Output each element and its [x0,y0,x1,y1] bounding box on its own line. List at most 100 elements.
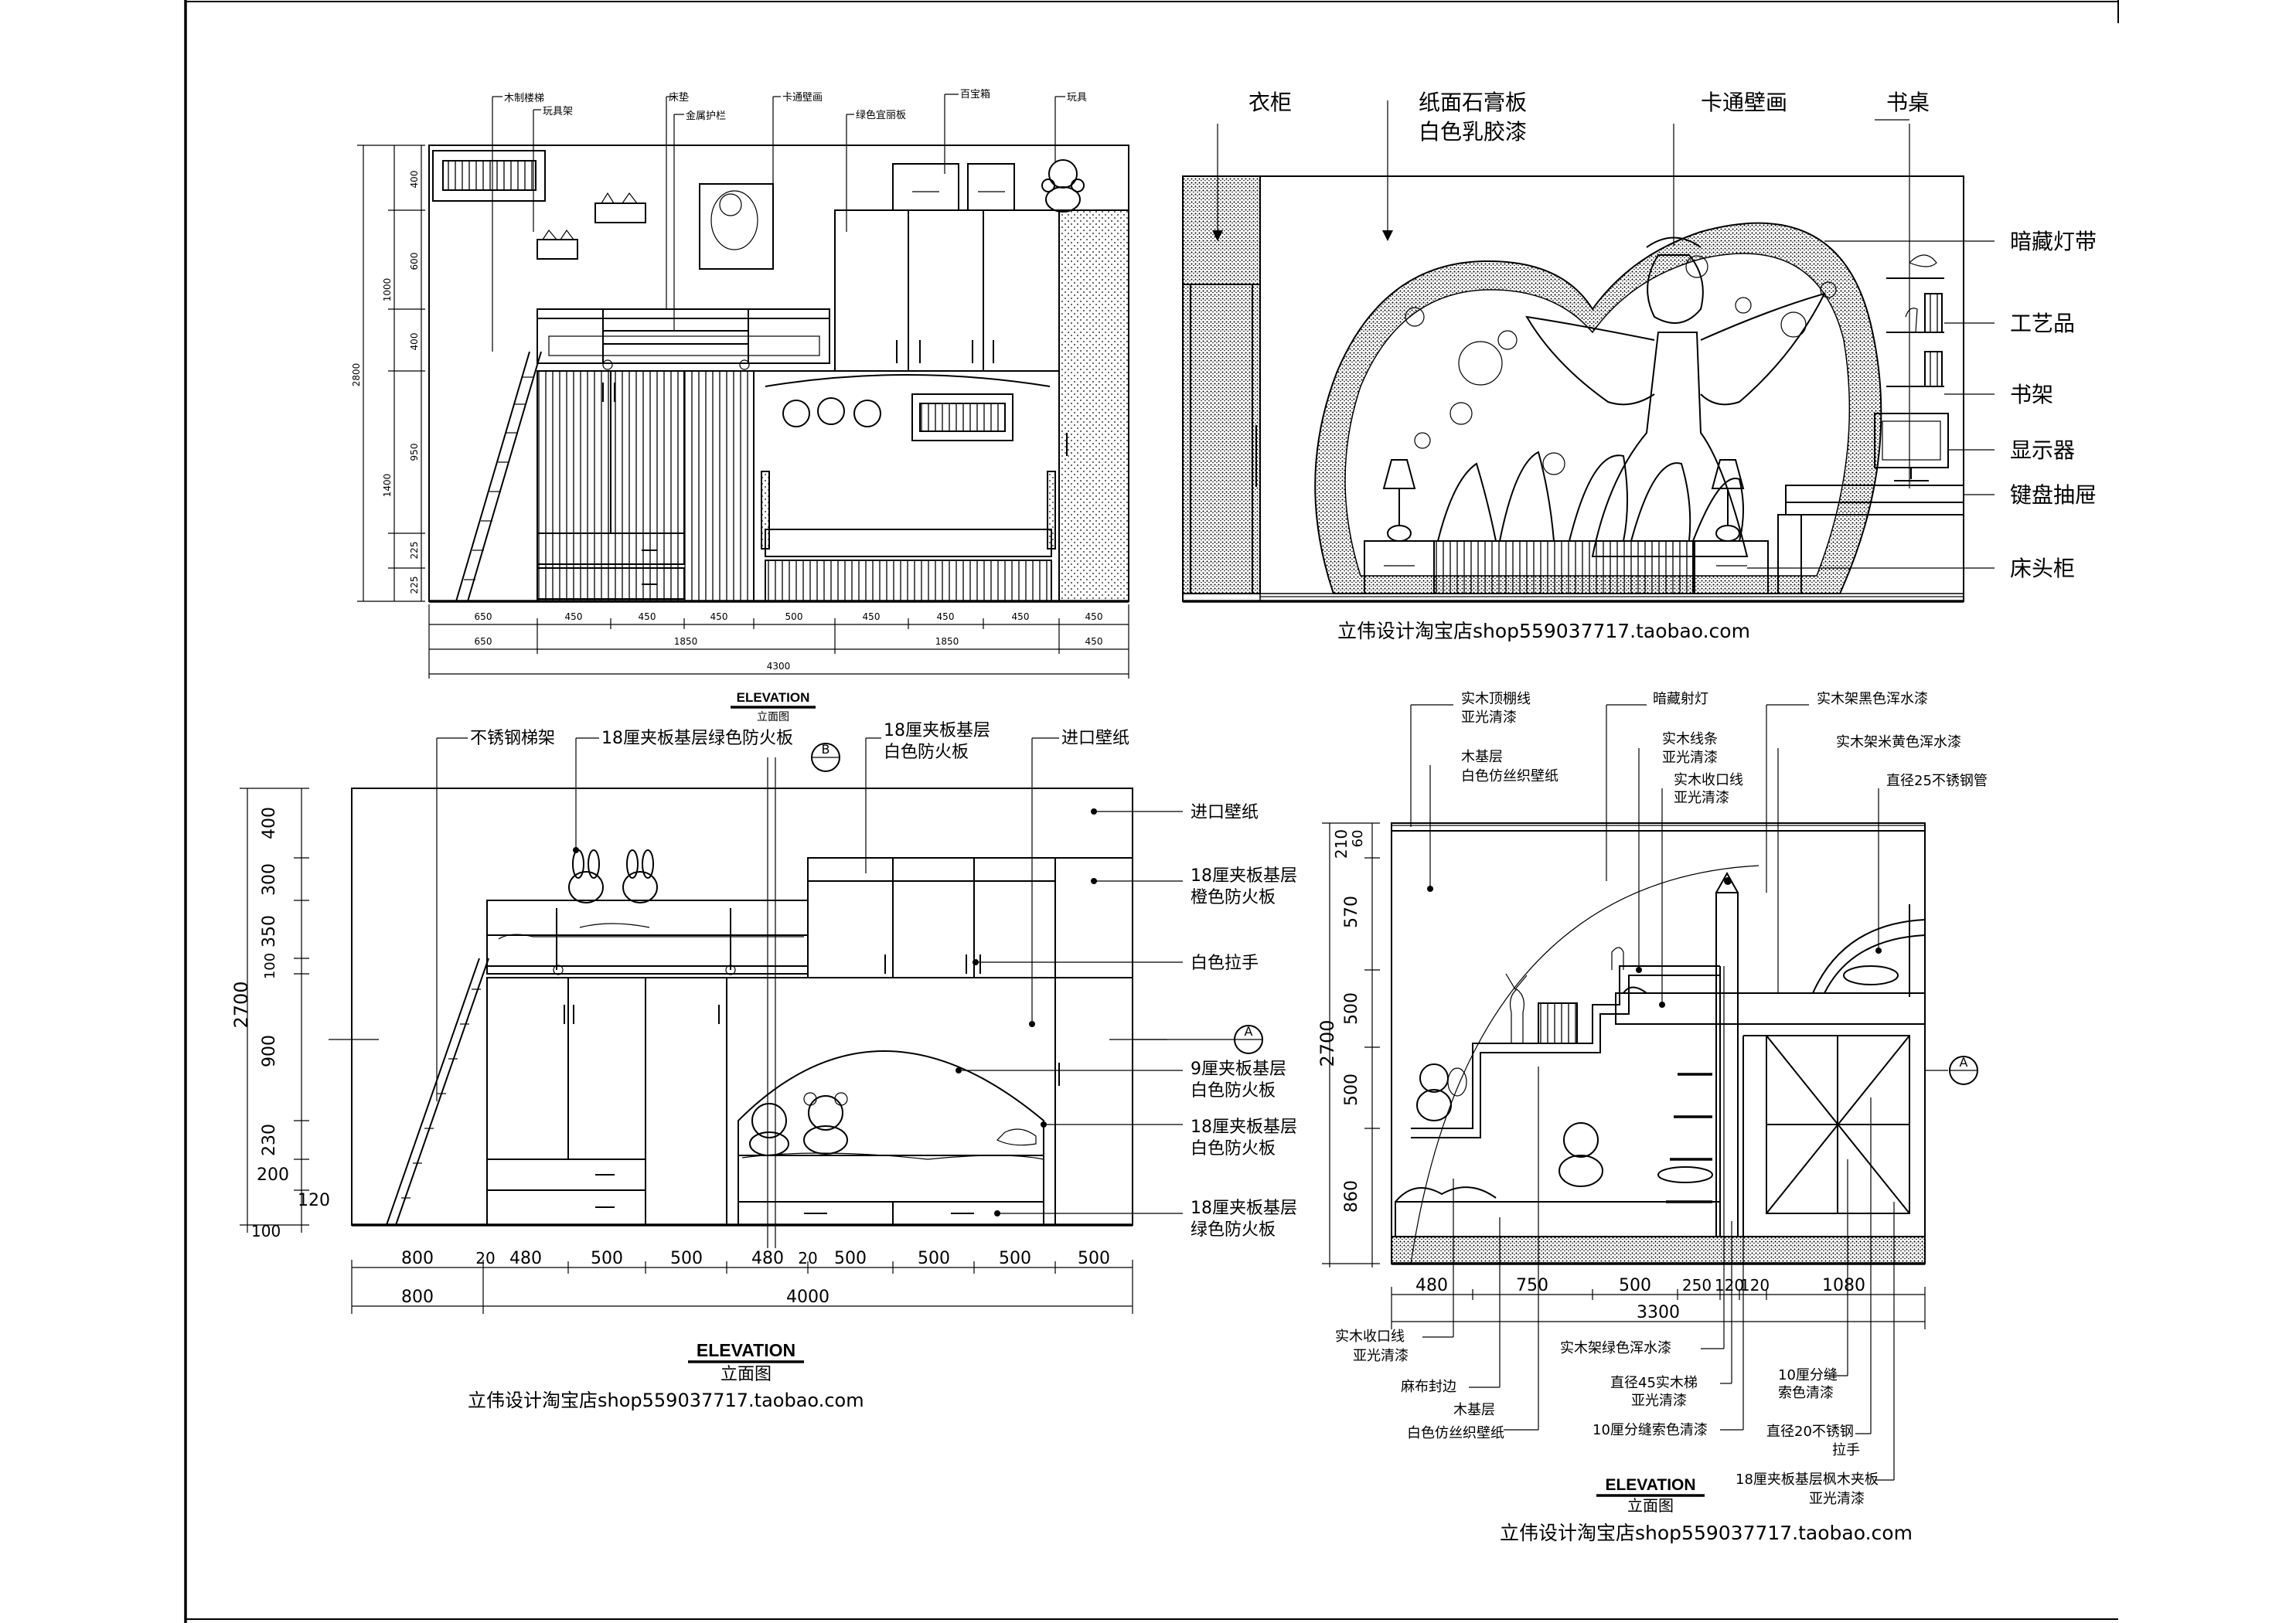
tr-callout-leaders [1217,100,1995,569]
br-vdim-1: 210 [1332,829,1351,859]
tl-callout-8: 玩具 [1067,92,1087,104]
books [1538,1002,1578,1044]
bl-callout-orange-board: 橙色防火板 [1191,888,1276,907]
br-vdim-5: 500 [1342,1073,1361,1106]
br-axis-mark-label: A [1960,1055,1968,1070]
section-mark-b-label: B [822,742,830,757]
br-callout-steel-tube: 直径25不锈钢管 [1886,773,1988,789]
tr-callout-latex: 白色乳胶漆 [1419,119,1527,145]
br-callout-matte-3: 亚光清漆 [1674,790,1729,806]
tl-title-cn: 立面图 [757,711,789,723]
wardrobe-under-loft [486,977,727,1226]
br-callout-matte-2: 亚光清漆 [1662,750,1718,766]
bl-callout-wallpaper: 进口壁纸 [1191,803,1259,822]
bl-hdim-8: 500 [834,1249,867,1268]
bl-callout-18mm: 18厘夹板基层 [884,721,990,740]
tl-callouts [492,94,1065,352]
lower-mattress [738,1155,1044,1203]
tl-hdim-6: 450 [863,611,881,622]
tr-callout-desk: 书桌 [1886,90,1930,115]
treasure-box-2 [967,163,1015,211]
tl-horizontal-dims [428,604,1129,679]
bl-hdim-6: 480 [751,1249,784,1268]
br-hdim-3: 500 [1619,1276,1651,1295]
tl-hdim-total: 4300 [767,661,791,672]
br-callout-beige-frame: 实木架米黄色浑水漆 [1836,734,1961,750]
br-shop-text: 立伟设计淘宝店shop559037717.taobao.com [1500,1522,1913,1544]
lamp-left-icon [1382,459,1416,542]
br-hdim-7: 1080 [1822,1276,1865,1295]
tl-callout-3: 床垫 [669,91,689,104]
br-callout-wood-base-bottom: 木基层 [1453,1402,1495,1418]
bl-callout-white-board-2: 白色防火板 [1191,1081,1276,1101]
elevation-bottom-left: B A 不锈钢梯架 18厘夹 [230,721,1297,1411]
br-callout-wallpaper-bottom: 白色仿丝织壁纸 [1407,1425,1504,1441]
br-callout-edge-line-bottom: 实木收口线 [1335,1329,1405,1345]
br-callout-leaders-bottom [1422,966,1895,1481]
lower-bed [1395,1201,1721,1237]
bl-vdim-6: 230 [260,1124,279,1156]
axis-mark-a-label: A [1245,1024,1253,1039]
tl-callout-1: 木制楼梯 [504,93,544,104]
bl-hdim-10: 500 [999,1249,1031,1268]
br-callout-maple-board: 18厘夹板基层枫木夹板 [1736,1472,1879,1488]
br-title-en: ELEVATION [1605,1476,1695,1494]
tl-callout-7: 百宝箱 [960,88,990,100]
bl-horizontal-dims [351,1260,1133,1314]
tl-vdim-8: 225 [409,577,420,594]
wall-outline [1391,822,1926,1264]
tl-callout-4: 金属护栏 [686,110,726,122]
br-hdim-2: 750 [1516,1276,1548,1295]
bl-hdim-4: 500 [591,1249,623,1268]
br-vertical-dims [1322,822,1380,1267]
lower-bed-alcove [726,977,1056,1226]
tr-callout-crafts: 工艺品 [2010,311,2075,336]
bl-callout-9mm: 9厘夹板基层 [1191,1060,1286,1079]
toy-shelf-1 [537,239,578,260]
tr-shop-text: 立伟设计淘宝店shop559037717.taobao.com [1337,620,1750,642]
bl-callout-white-board: 白色防火板 [884,743,969,762]
sheet-frame [184,0,2119,1623]
loft-bed [537,308,830,364]
tl-hdim-3: 450 [639,611,656,622]
br-callout-wood-ladder: 直径45实木梯 [1610,1375,1698,1391]
br-callout-linen-edge: 麻布封边 [1401,1379,1456,1395]
bl-callout-ladder: 不锈钢梯架 [470,729,555,748]
tr-callout-gypsum: 纸面石膏板 [1419,90,1527,115]
br-vdim-2: 60 [1350,830,1366,848]
bl-callout-green-board-2: 绿色防火板 [1191,1220,1276,1240]
elevation-top-right: 衣柜 纸面石膏板 白色乳胶漆 卡通壁画 书桌 暗藏灯带 工艺品 书架 显示器 键… [1182,90,2097,642]
lower-mattress [765,529,1052,557]
br-callout-edge-line: 实木收口线 [1674,772,1743,788]
br-callout-stain-1: 10厘分缝索色清漆 [1593,1422,1708,1438]
br-callout-wood-strip: 实木线条 [1662,731,1718,747]
tall-wardrobe [1058,209,1129,602]
br-hdim-1: 480 [1415,1276,1448,1295]
br-hdim-total: 3300 [1637,1303,1680,1322]
bl-hdim-1: 800 [401,1249,434,1268]
br-callout-wallpaper: 白色仿丝织壁纸 [1461,768,1558,784]
br-vdim-4: 500 [1342,992,1361,1025]
tl-vertical-dims [357,145,425,602]
bl-hdim2-1: 800 [401,1288,434,1307]
bl-vdim-8: 120 [298,1191,330,1210]
alcove-picture [911,393,1013,441]
tr-callout-wardrobe: 衣柜 [1248,90,1292,115]
tl-vdim-6: 1400 [382,474,393,498]
bl-vdim-4: 100 [262,953,278,979]
br-hdim-5: 120 [1715,1276,1744,1295]
bl-hdim-2: 20 [475,1249,495,1267]
br-horizontal-dims [1391,1287,1926,1329]
tl-hdim2-2: 1850 [674,636,698,647]
bl-shop-text: 立伟设计淘宝店shop559037717.taobao.com [468,1390,864,1411]
wooden-ladder [455,351,542,602]
br-callout-matte-1: 亚光清漆 [1461,709,1517,726]
tl-hdim-8: 450 [1012,611,1030,622]
teddy-lower-icon [1558,1122,1603,1187]
floor-base [1391,1236,1926,1264]
tl-hdim2-3: 1850 [935,636,959,647]
bl-vdim-3: 350 [260,915,279,948]
br-callout-10mm-gap: 10厘分缝 [1778,1367,1838,1383]
rabbit-toys-icon [568,849,658,928]
